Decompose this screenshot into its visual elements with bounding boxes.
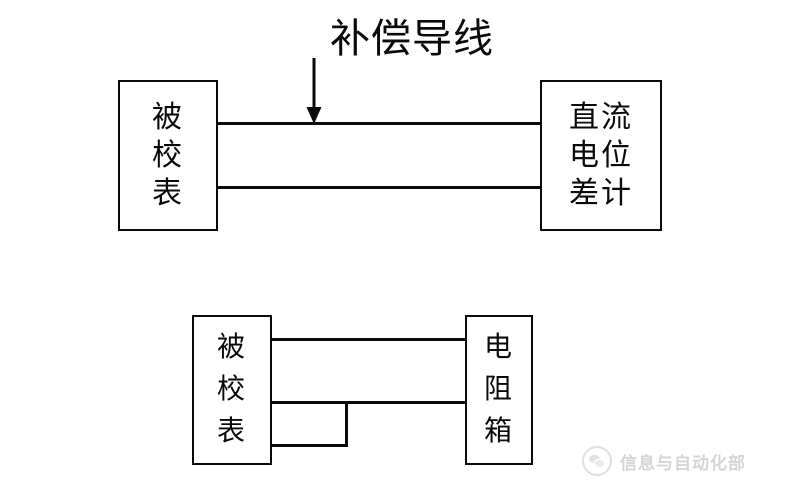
wire-bottom-lead-bottom-diagram bbox=[270, 444, 348, 447]
watermark: 信息与自动化部 bbox=[582, 446, 746, 476]
block-label-line: 校 bbox=[152, 138, 184, 172]
block-device-under-test-top: 被 校 表 bbox=[118, 80, 218, 231]
block-label-line: 电位 bbox=[569, 138, 633, 172]
block-label-line: 被 bbox=[216, 332, 247, 363]
block-label-line: 被 bbox=[152, 100, 184, 134]
block-label-line: 表 bbox=[216, 416, 247, 447]
block-dc-potentiometer: 直流 电位 差计 bbox=[540, 80, 662, 231]
block-label-line: 直流 bbox=[569, 100, 633, 134]
compensating-wire-label: 补偿导线 bbox=[330, 16, 494, 61]
wechat-logo-icon bbox=[582, 446, 612, 476]
wire-middle-lead-bottom-diagram bbox=[270, 401, 467, 404]
block-label-line: 表 bbox=[152, 176, 184, 210]
block-label-line: 差计 bbox=[569, 176, 633, 210]
wire-jumper-bottom-diagram bbox=[345, 401, 348, 447]
wire-upper-lead-top-diagram bbox=[216, 122, 542, 125]
down-arrow-icon bbox=[306, 58, 322, 124]
block-device-under-test-bottom: 被 校 表 bbox=[192, 315, 272, 465]
block-resistance-box: 电 阻 箱 bbox=[465, 315, 533, 465]
block-label-line: 校 bbox=[216, 374, 247, 405]
block-label-line: 箱 bbox=[483, 416, 514, 447]
block-label-line: 阻 bbox=[483, 374, 514, 405]
wire-lower-lead-top-diagram bbox=[216, 186, 542, 189]
block-label-line: 电 bbox=[483, 332, 514, 363]
watermark-label: 信息与自动化部 bbox=[620, 453, 746, 473]
wire-upper-lead-bottom-diagram bbox=[270, 338, 467, 341]
